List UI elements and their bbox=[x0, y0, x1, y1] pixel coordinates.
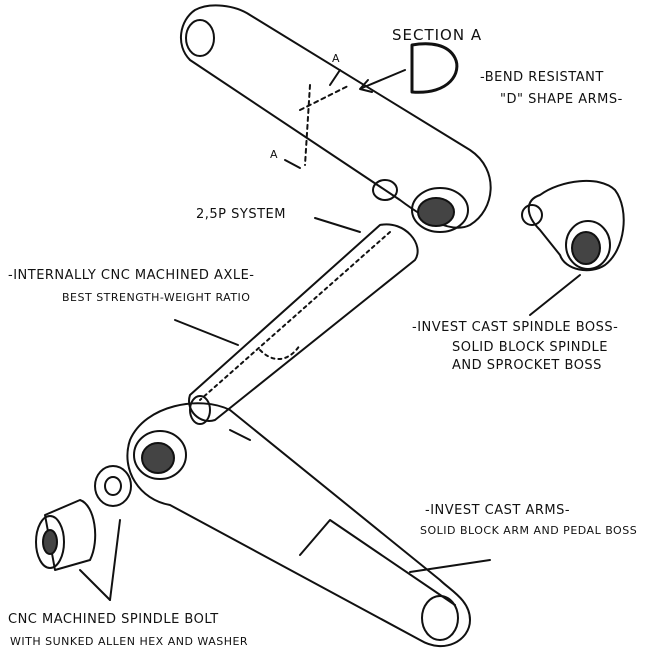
section-marker-top: A bbox=[332, 52, 341, 65]
boss-label-line1: -INVEST CAST SPINDLE BOSS- bbox=[412, 320, 619, 335]
arms-label-line2: SOLID BLOCK ARM AND PEDAL BOSS bbox=[420, 524, 638, 537]
bend-label-line2: "D" SHAPE ARMS- bbox=[500, 92, 623, 107]
lower-crank-arm bbox=[126, 402, 471, 647]
axle-label-line1: -INTERNALLY CNC MACHINED AXLE- bbox=[8, 268, 255, 283]
bolt-label-line1: CNC MACHINED SPINDLE BOLT bbox=[8, 612, 219, 627]
axle bbox=[188, 223, 419, 425]
spindle-boss bbox=[521, 179, 625, 272]
bolt-label-line2: WITH SUNKED ALLEN HEX AND WASHER bbox=[10, 635, 249, 648]
washer bbox=[94, 465, 132, 507]
system-label: 2,5P SYSTEM bbox=[196, 207, 286, 222]
bend-label-line1: -BEND RESISTANT bbox=[480, 70, 604, 85]
section-marker-bottom: A bbox=[270, 148, 279, 161]
axle-label-line2: BEST STRENGTH-WEIGHT RATIO bbox=[62, 291, 251, 304]
boss-label-line3: AND SPROCKET BOSS bbox=[452, 358, 602, 373]
upper-crank-arm bbox=[179, 4, 492, 233]
boss-label-line2: SOLID BLOCK SPINDLE bbox=[452, 340, 608, 355]
arms-label-line1: -INVEST CAST ARMS- bbox=[425, 503, 571, 518]
spindle-bolt bbox=[35, 499, 97, 571]
section-d-shape bbox=[410, 42, 459, 94]
section-a-title: SECTION A bbox=[392, 26, 483, 44]
